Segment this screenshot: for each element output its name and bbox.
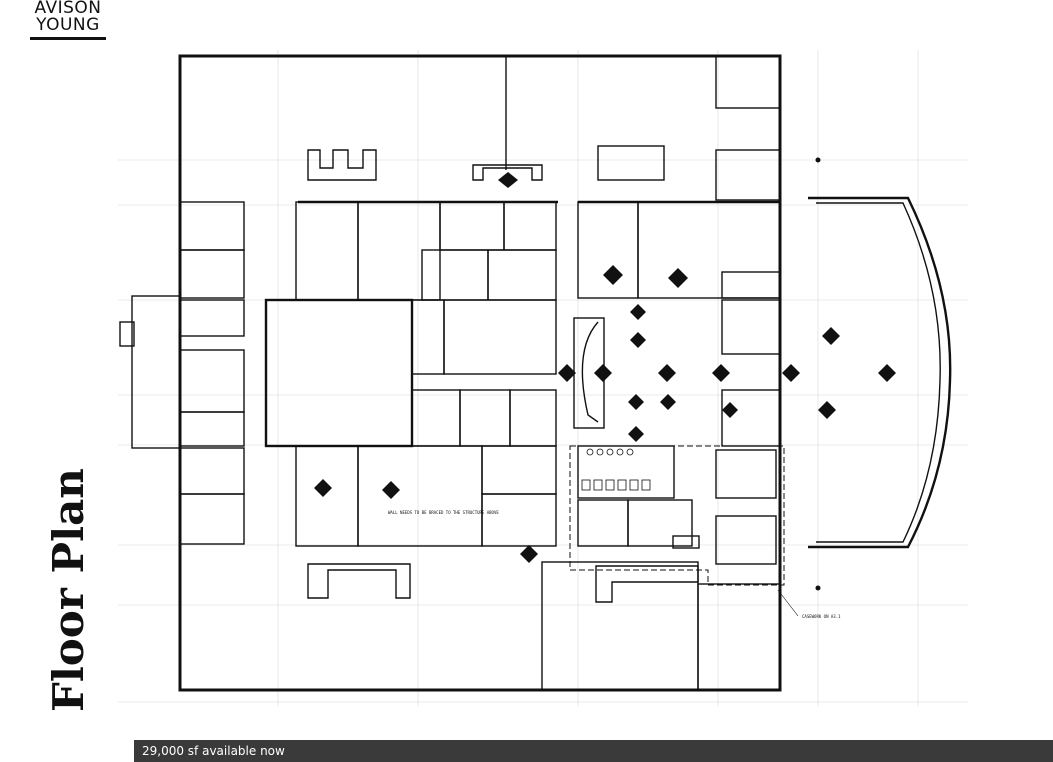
dashed-boundary [569, 445, 785, 586]
wall-bracing-note: WALL NEEDS TO BE BRACED TO THE STRUCTURE… [388, 510, 499, 515]
availability-text: 29,000 sf available now [142, 744, 285, 758]
logo-underline [30, 37, 106, 40]
plan-walls [119, 54, 952, 692]
plan-grid [118, 50, 968, 706]
casework-note: CASEWORK ON A3.1 [802, 614, 841, 619]
footer-banner: 29,000 sf available now [134, 740, 1053, 762]
avison-young-logo: AVISON YOUNG [30, 0, 106, 40]
restroom-fixtures [581, 448, 651, 491]
section-markers [314, 157, 896, 591]
logo-line-1: AVISON [34, 0, 102, 18]
floor-plan-drawing: WALL NEEDS TO BE BRACED TO THE STRUCTURE… [118, 50, 968, 706]
logo-line-2: YOUNG [36, 15, 100, 35]
page-title: Floor Plan [44, 468, 93, 712]
